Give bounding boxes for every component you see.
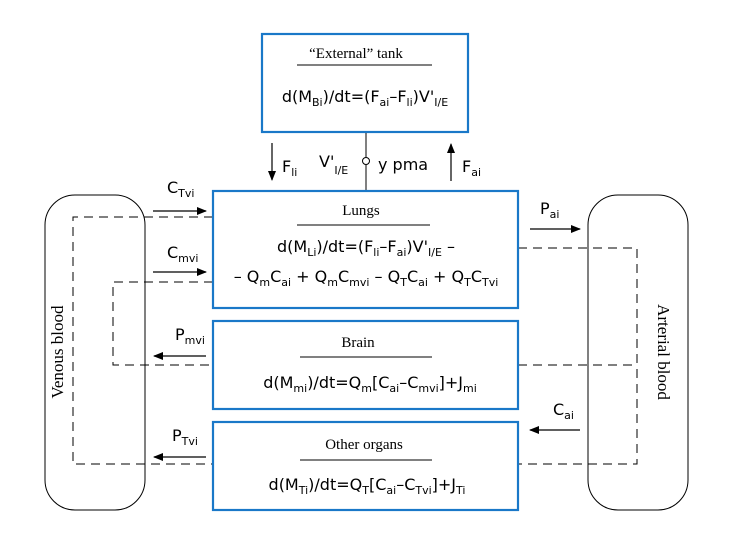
p-mvi-label: Pmvi bbox=[175, 325, 205, 347]
lungs-equation-line1: d(MLi)/dt=(Fli–Fai)V'I/E – bbox=[277, 237, 455, 259]
lungs-title: Lungs bbox=[342, 203, 380, 219]
v-ie-label: V'I/E bbox=[319, 152, 348, 177]
brain-equation: d(Mmi)/dt=Qm[Cai–Cmvi]+Jmi bbox=[263, 373, 477, 395]
p-ai-label: Pai bbox=[540, 199, 559, 221]
brain-title: Brain bbox=[341, 335, 375, 351]
brain-box: Brain d(Mmi)/dt=Qm[Cai–Cmvi]+Jmi bbox=[211, 319, 520, 411]
other-organs-box: Other organs d(MTi)/dt=QT[Cai–CTvi]+JTi bbox=[211, 420, 520, 512]
flow-p-mvi: Pmvi bbox=[153, 325, 206, 360]
c-ai-label: Cai bbox=[553, 400, 574, 422]
f-li-label: Fli bbox=[282, 157, 297, 179]
external-tank-equation: d(MBi)/dt=(Fai–Fli)V'I/E bbox=[282, 87, 448, 109]
arterial-blood-reservoir bbox=[587, 194, 689, 511]
venous-blood-label: Venous blood bbox=[48, 305, 67, 399]
flow-p-ai: Pai bbox=[530, 199, 581, 233]
external-tank-box: “External” tank d(MBi)/dt=(Fai–Fli)V'I/E bbox=[260, 32, 470, 134]
tank-lungs-connector: Fli V'I/E y pma Fai bbox=[268, 133, 481, 191]
flow-p-tvi: PTvi bbox=[153, 426, 206, 461]
valve-icon bbox=[362, 157, 370, 165]
other-organs-equation: d(MTi)/dt=QT[Cai–CTvi]+JTi bbox=[269, 475, 466, 497]
p-tvi-label: PTvi bbox=[172, 426, 198, 448]
venous-blood-reservoir bbox=[44, 194, 146, 511]
valve-label: y pma bbox=[378, 155, 428, 174]
flow-c-tvi: CTvi bbox=[153, 178, 207, 215]
arterial-blood-label: Arterial blood bbox=[654, 304, 673, 400]
lungs-box: Lungs d(MLi)/dt=(Fli–Fai)V'I/E – – QmCai… bbox=[211, 189, 520, 310]
f-ai-label: Fai bbox=[462, 157, 481, 179]
flow-c-mvi: Cmvi bbox=[153, 243, 207, 276]
c-tvi-label: CTvi bbox=[167, 178, 194, 200]
c-mvi-label: Cmvi bbox=[167, 243, 198, 265]
flow-c-ai: Cai bbox=[529, 400, 580, 434]
circulation-paths bbox=[72, 216, 638, 465]
other-organs-title: Other organs bbox=[325, 437, 403, 453]
external-tank-title: “External” tank bbox=[309, 46, 403, 62]
lungs-equation-line2: – QmCai + QmCmvi – QTCai + QTCTvi bbox=[234, 267, 499, 289]
